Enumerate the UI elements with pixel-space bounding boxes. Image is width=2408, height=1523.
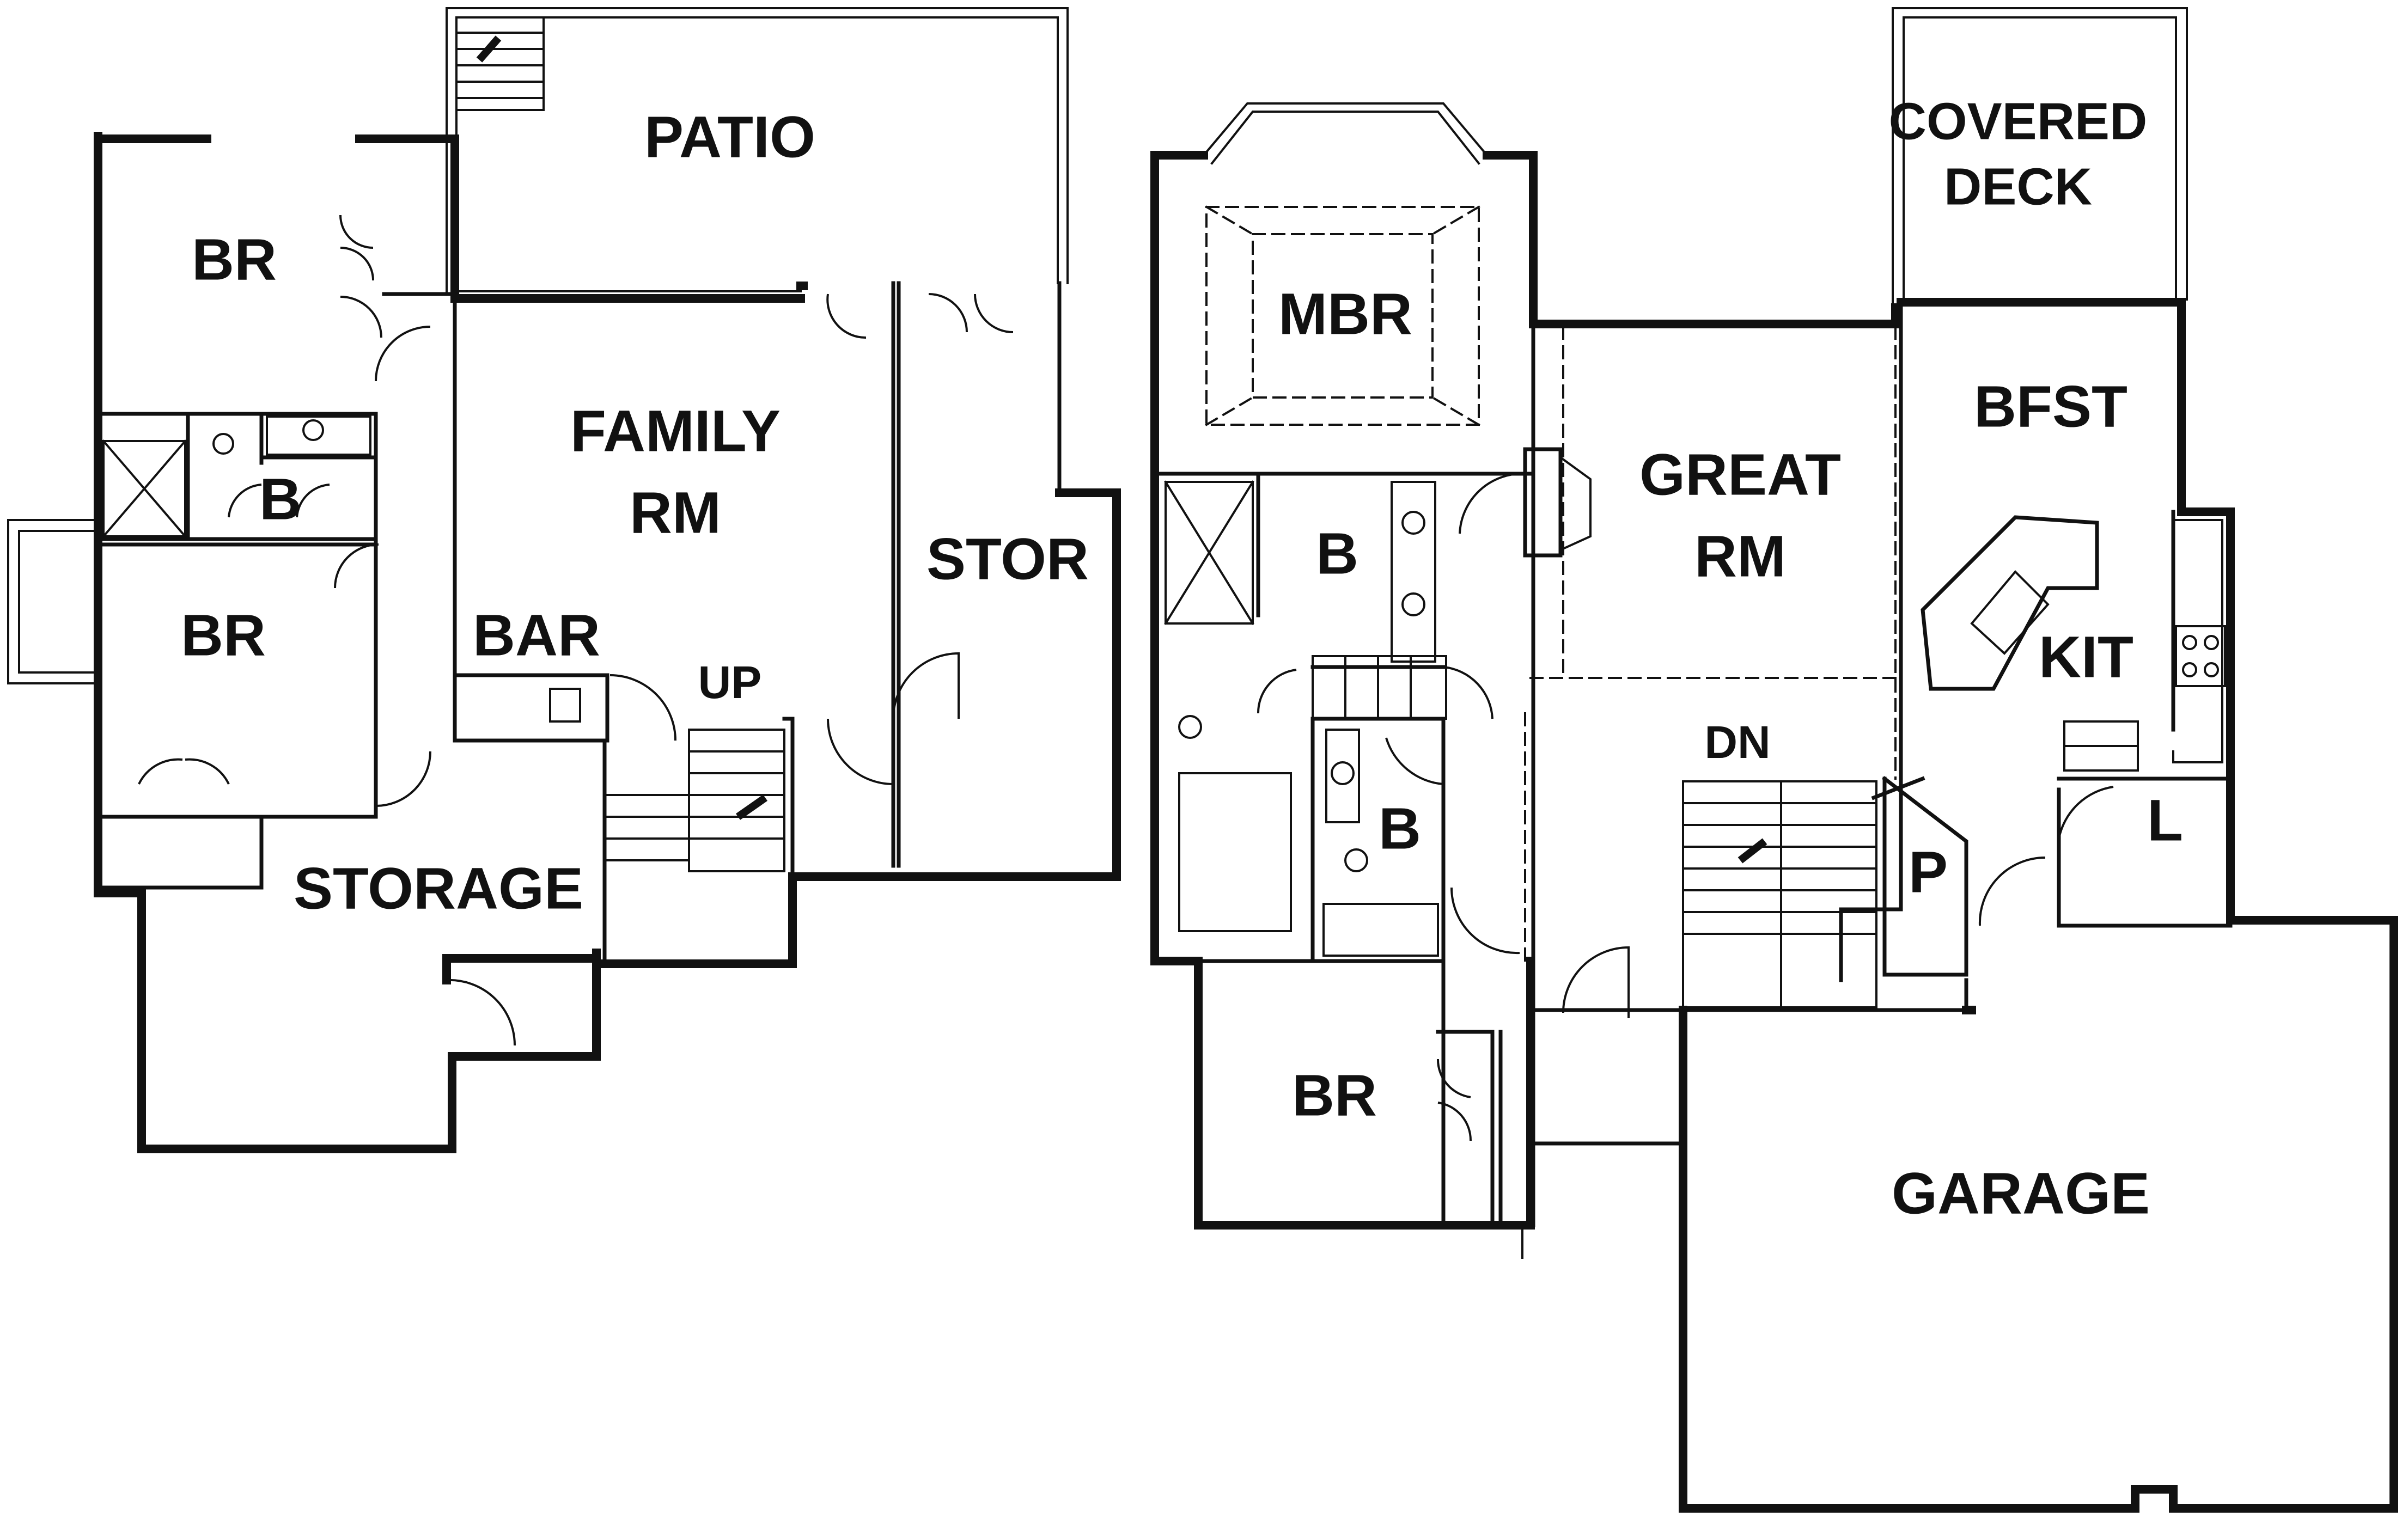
stairs-up-label: UP <box>698 657 762 708</box>
master-bedroom-label: MBR <box>1278 281 1412 347</box>
lower-exterior-walls <box>7 132 1121 1153</box>
storage-label: STORAGE <box>294 855 583 921</box>
main-interior-walls <box>1153 205 2233 1227</box>
great-room-label-1: GREAT <box>1639 442 1841 507</box>
lower-interior-walls <box>96 292 895 961</box>
patio-label: PATIO <box>644 104 815 170</box>
stairs-down-label: DN <box>1704 717 1770 768</box>
patio-stairs <box>455 16 545 111</box>
bar-label: BAR <box>473 602 600 668</box>
bedroom-label: BR <box>1292 1062 1377 1128</box>
patio-outline <box>446 7 1069 295</box>
garage-label: GARAGE <box>1892 1160 2150 1226</box>
storage-room-label: STOR <box>926 526 1089 592</box>
hall-bath-label: B <box>1379 796 1421 861</box>
bath-label: B <box>259 466 302 532</box>
bedroom-mid-label: BR <box>181 602 266 668</box>
bedroom-top-label: BR <box>192 227 277 292</box>
covered-deck-label-1: COVERED <box>1889 92 2148 150</box>
lower-level-plan: PATIO BR B BR FAMILY RM STOR BAR UP STOR… <box>7 7 1121 1153</box>
laundry-label: L <box>2147 787 2183 853</box>
family-room-label-1: FAMILY <box>570 398 781 464</box>
covered-deck-label-2: DECK <box>1944 157 2092 216</box>
family-room-label-2: RM <box>630 480 721 546</box>
lower-doors <box>138 215 1014 1046</box>
pantry-label: P <box>1909 839 1948 905</box>
main-level-plan: MBR B B BR GREAT RM COVERED DECK BFST KI… <box>1150 7 2398 1513</box>
main-stairs <box>1312 655 1877 1008</box>
covered-deck-outline <box>1892 7 2188 309</box>
master-bath-label: B <box>1316 521 1358 586</box>
main-doors <box>1257 472 2114 1141</box>
main-exterior-walls <box>1150 102 2398 1513</box>
breakfast-label: BFST <box>1974 374 2127 439</box>
kitchen-label: KIT <box>2039 624 2133 690</box>
great-room-label-2: RM <box>1694 523 1786 589</box>
lower-stairs <box>549 688 785 872</box>
